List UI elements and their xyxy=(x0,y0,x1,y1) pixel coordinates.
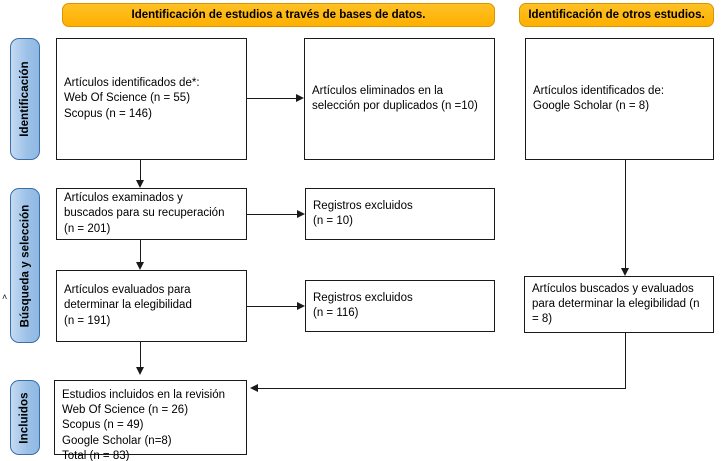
box-other-eligibility-text: Artículos buscados y evaluados para dete… xyxy=(532,282,700,326)
side-label-included: Incluidos xyxy=(10,380,40,455)
connector-col3-r1-r3-arrowhead xyxy=(621,268,629,276)
box-screened-retrieval: Artículos examinados y buscados para su … xyxy=(56,188,247,240)
box-identified-other-text: Artículos identificados de: Google Schol… xyxy=(533,84,665,112)
box-included-studies: Estudios incluidos en la revisión Web Of… xyxy=(54,380,247,461)
box-other-eligibility: Artículos buscados y evaluados para dete… xyxy=(524,276,714,333)
connector-elbow-vertical xyxy=(625,333,627,389)
header-other-studies: Identificación de otros estudios. xyxy=(519,3,714,27)
box-included-studies-text: Estudios incluidos en la revisión Web Of… xyxy=(62,389,226,461)
screening-caret-marker: ˄ xyxy=(2,292,8,302)
connector-row3-arrowhead xyxy=(297,302,305,310)
connector-col1-r1-r2-vertical xyxy=(140,160,142,180)
connector-col1-r2-r3-arrowhead xyxy=(136,262,144,270)
side-label-identification-text: Identificación xyxy=(19,61,31,137)
box-eligibility-assessed: Artículos evaluados para determinar la e… xyxy=(56,270,247,342)
connector-elbow-horizontal xyxy=(258,388,626,390)
box-screened-retrieval-text: Artículos examinados y buscados para su … xyxy=(64,192,225,235)
side-label-identification: Identificación xyxy=(10,38,40,160)
connector-row2-horizontal xyxy=(247,214,297,216)
connector-row3-horizontal xyxy=(247,306,297,308)
box-identified-databases-text: Artículos identificados de*: Web Of Scie… xyxy=(64,77,200,120)
side-label-included-text: Incluidos xyxy=(19,391,32,444)
header-databases: Identificación de estudios a través de b… xyxy=(62,3,495,27)
connector-col1-r3-r4-vertical xyxy=(140,342,142,367)
box-excluded-records-1: Registros excluidos (n = 10) xyxy=(305,188,495,240)
side-label-screening: Búsqueda y selección xyxy=(10,188,40,343)
connector-row2-arrowhead xyxy=(297,210,305,218)
connector-row1-horizontal xyxy=(247,98,296,100)
box-excluded-records-1-text: Registros excluidos (n = 10) xyxy=(313,199,413,227)
box-identified-databases: Artículos identificados de*: Web Of Scie… xyxy=(56,38,247,160)
box-identified-other: Artículos identificados de: Google Schol… xyxy=(525,38,714,160)
box-eligibility-assessed-text: Artículos evaluados para determinar la e… xyxy=(64,284,192,327)
connector-col1-r3-r4-arrowhead xyxy=(136,367,144,375)
connector-col1-r1-r2-arrowhead xyxy=(136,180,144,188)
side-label-screening-text: Búsqueda y selección xyxy=(19,204,32,327)
header-other-studies-label: Identificación de otros estudios. xyxy=(528,8,705,21)
box-excluded-records-2: Registros excluidos (n = 116) xyxy=(305,280,495,332)
connector-row1-arrowhead xyxy=(296,94,304,102)
connector-elbow-arrowhead xyxy=(250,384,258,392)
box-removed-duplicates: Artículos eliminados en la selección por… xyxy=(304,38,495,160)
connector-col1-r2-r3-vertical xyxy=(140,240,142,262)
connector-col3-r1-r3-vertical xyxy=(625,160,627,268)
box-removed-duplicates-text: Artículos eliminados en la selección por… xyxy=(312,84,478,112)
header-databases-label: Identificación de estudios a través de b… xyxy=(131,8,426,21)
box-excluded-records-2-text: Registros excluidos (n = 116) xyxy=(313,291,413,319)
